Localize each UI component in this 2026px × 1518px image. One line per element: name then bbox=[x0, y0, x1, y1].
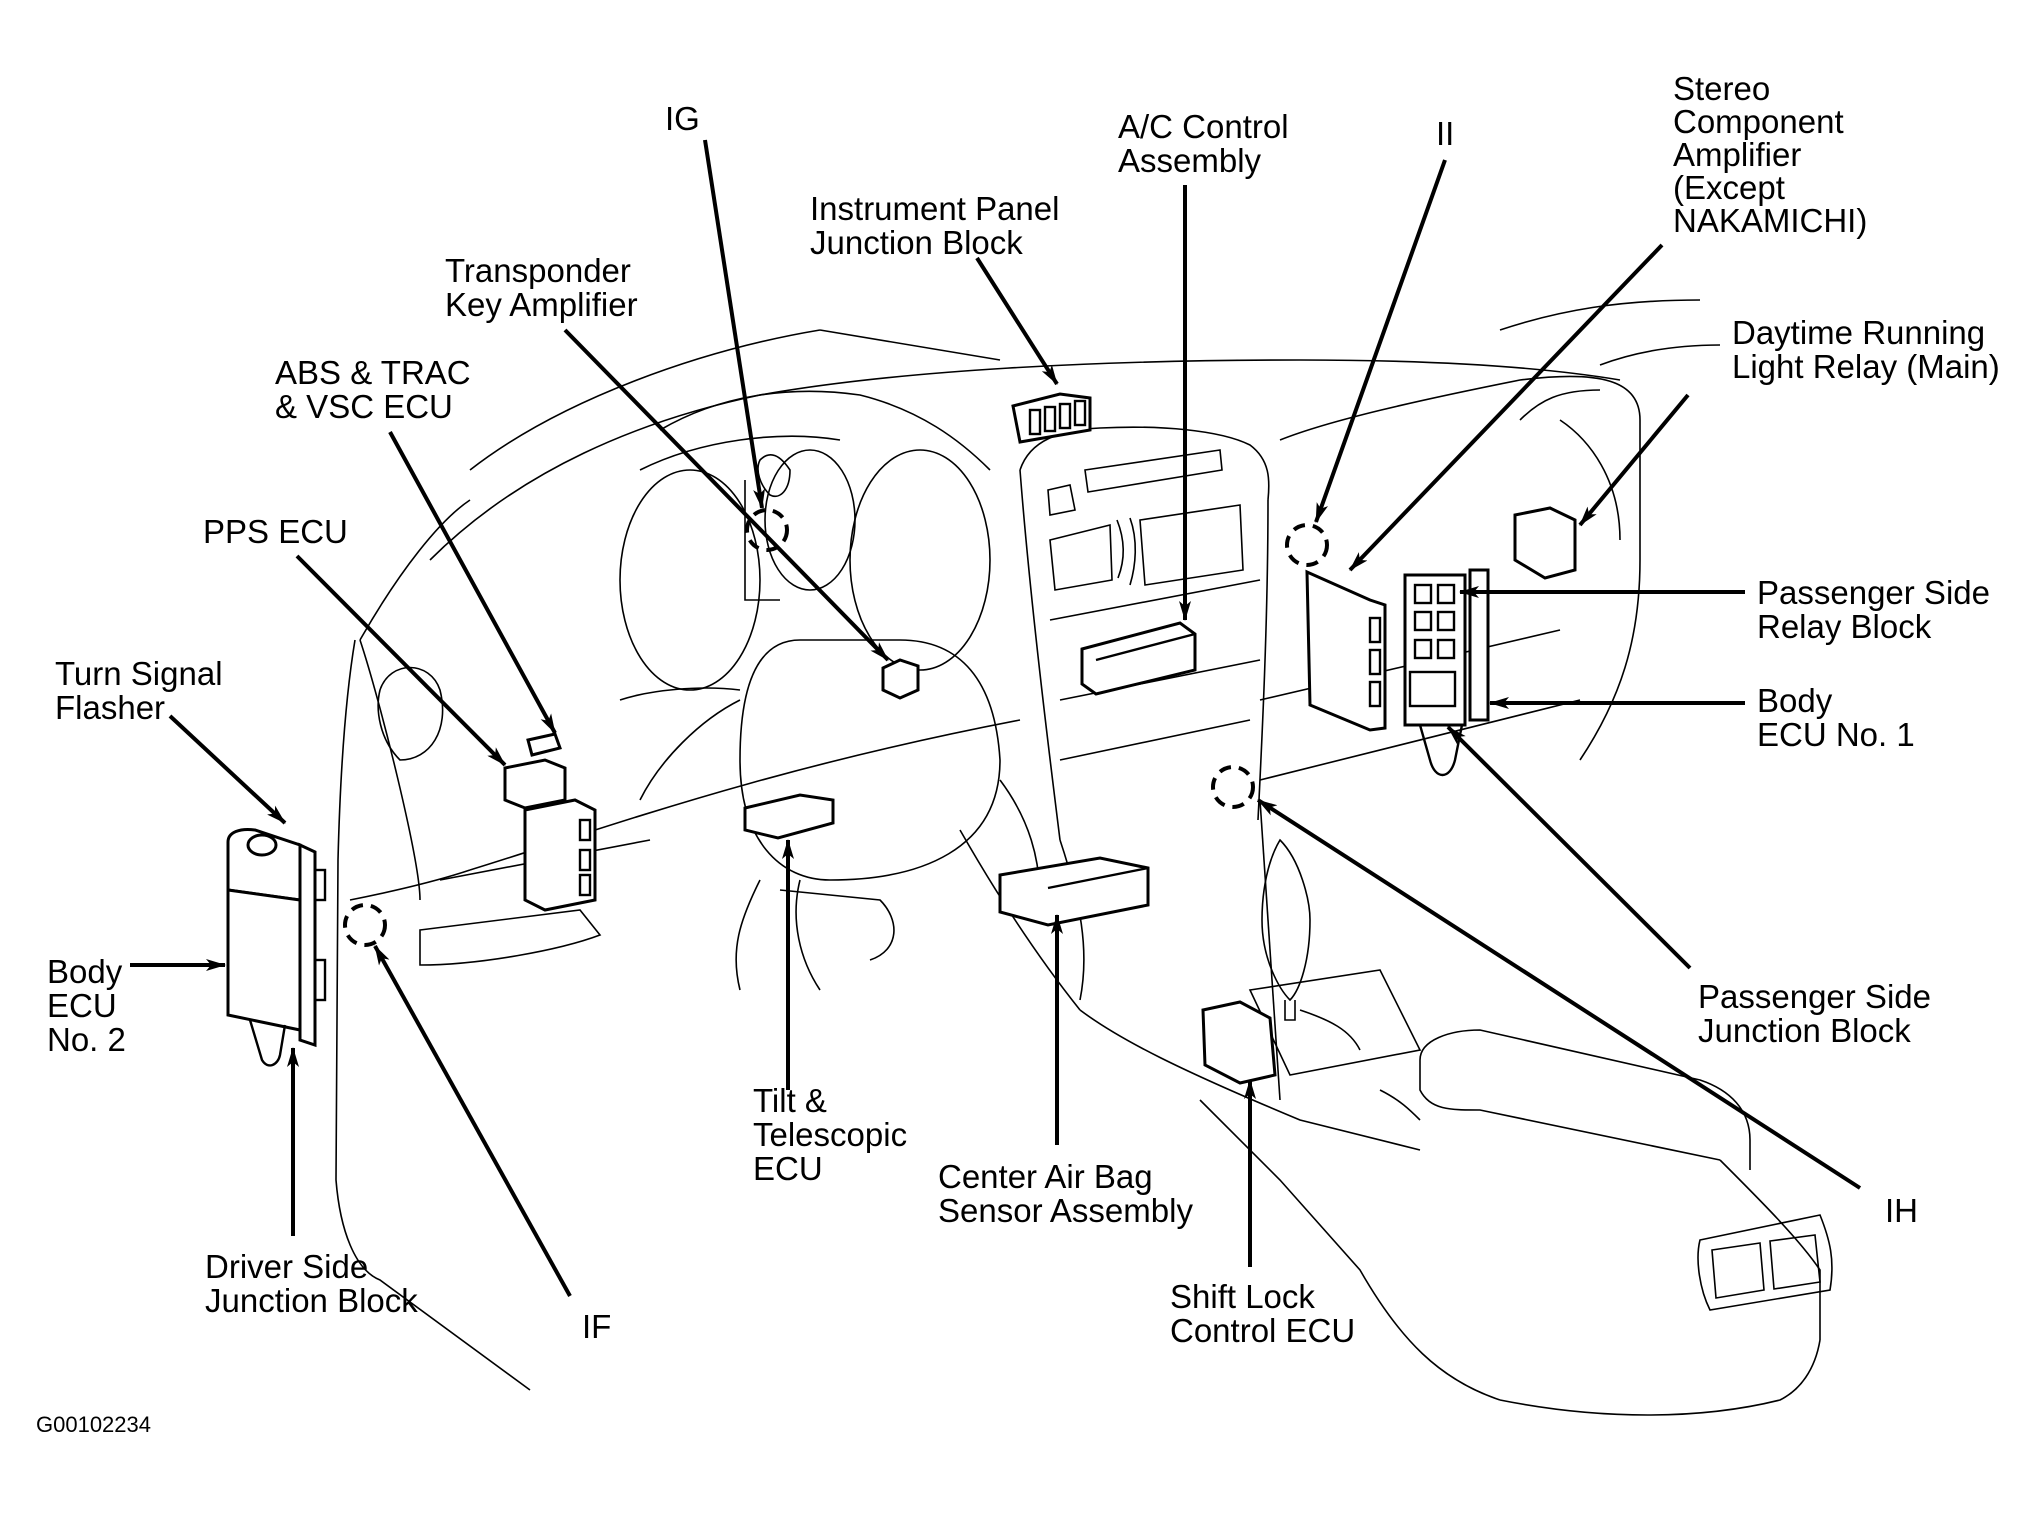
transponder-key-amplifier-part bbox=[881, 658, 920, 700]
figure-id: G00102234 bbox=[36, 1412, 151, 1437]
tilt-telescopic-ecu-part bbox=[743, 793, 835, 840]
label-driver-side-jb: Driver Side Junction Block bbox=[205, 1248, 418, 1319]
label-ih: IH bbox=[1885, 1192, 1918, 1229]
stereo-amp-leader bbox=[1348, 243, 1664, 572]
body-ecu-no2-part bbox=[226, 828, 327, 1067]
turn-signal-leader bbox=[168, 714, 287, 825]
leader-lines bbox=[130, 139, 1862, 1297]
shift-lock-control-ecu-part bbox=[1201, 1000, 1277, 1085]
center-airbag-sensor-part bbox=[998, 856, 1150, 927]
ih-leader bbox=[1256, 798, 1862, 1190]
label-transponder: Transponder Key Amplifier bbox=[445, 252, 640, 323]
drl-relay-leader bbox=[1578, 393, 1690, 527]
ac-control-assembly-part bbox=[1080, 621, 1197, 696]
label-shift-lock: Shift Lock Control ECU bbox=[1170, 1278, 1355, 1349]
instrument-panel-jb-leader bbox=[975, 256, 1059, 386]
instrument-panel-junction-block-part bbox=[1011, 392, 1092, 444]
label-passenger-relay: Passenger Side Relay Block bbox=[1757, 574, 1999, 645]
label-drl-relay: Daytime Running Light Relay (Main) bbox=[1732, 314, 2000, 385]
stereo-component-amplifier-part bbox=[1305, 569, 1387, 732]
if-leader bbox=[373, 945, 572, 1297]
label-ac-control: A/C Control Assembly bbox=[1118, 108, 1298, 179]
transponder-leader bbox=[563, 328, 890, 662]
connector-location-markers bbox=[343, 508, 1329, 947]
ig-location-marker bbox=[745, 508, 789, 552]
label-body-ecu-2: Body ECU No. 2 bbox=[47, 953, 131, 1058]
passenger-side-relay-block-part bbox=[1403, 568, 1490, 777]
labels: IG Instrument Panel Junction Block Trans… bbox=[36, 70, 2000, 1437]
label-turn-signal-flasher: Turn Signal Flasher bbox=[55, 655, 232, 726]
label-stereo-amp: Stereo Component Amplifier (Except NAKAM… bbox=[1673, 70, 1867, 239]
daytime-running-light-relay-part bbox=[1513, 506, 1577, 580]
label-tilt-telescopic: Tilt & Telescopic ECU bbox=[753, 1082, 916, 1187]
label-passenger-jb: Passenger Side Junction Block bbox=[1698, 978, 1940, 1049]
passenger-jb-leader bbox=[1446, 725, 1692, 970]
ih-location-marker bbox=[1211, 765, 1255, 809]
label-ii: II bbox=[1436, 115, 1454, 152]
if-location-marker bbox=[343, 903, 387, 947]
label-instrument-panel-jb: Instrument Panel Junction Block bbox=[810, 190, 1069, 261]
ii-location-marker bbox=[1285, 523, 1329, 567]
label-pps-ecu: PPS ECU bbox=[203, 513, 348, 550]
ii-leader bbox=[1314, 159, 1447, 523]
label-ig: IG bbox=[665, 100, 700, 137]
components bbox=[226, 392, 1577, 1085]
label-center-airbag: Center Air Bag Sensor Assembly bbox=[938, 1158, 1193, 1229]
label-body-ecu-1: Body ECU No. 1 bbox=[1757, 682, 1915, 753]
label-if: IF bbox=[582, 1308, 611, 1345]
abs-trac-vsc-leader bbox=[388, 431, 557, 734]
pps-ecu-leader bbox=[295, 554, 507, 767]
label-abs-trac-vsc: ABS & TRAC & VSC ECU bbox=[275, 354, 480, 425]
pps-ecu-part bbox=[503, 732, 597, 912]
ig-leader bbox=[703, 139, 766, 509]
